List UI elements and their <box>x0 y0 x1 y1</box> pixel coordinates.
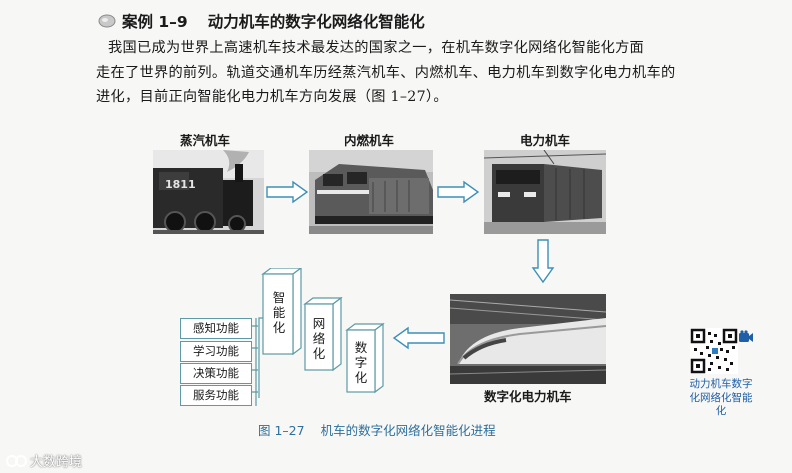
label-digital-electric-locomotive: 数字化电力机车 <box>484 386 572 405</box>
case-label: 案例 1–9 <box>122 13 188 31</box>
electric-locomotive-photo <box>484 150 606 234</box>
function-decision: 决策功能 <box>180 363 252 384</box>
watermark: 大数跨境 <box>6 451 82 470</box>
qr-code[interactable] <box>690 328 738 374</box>
function-learning: 学习功能 <box>180 341 252 362</box>
diesel-locomotive-photo <box>309 150 433 234</box>
function-service: 服务功能 <box>180 385 252 406</box>
body-paragraph: 我国已成为世界上高速机车技术最发达的国家之一，在机车数字化网络化智能化方面 走在… <box>96 36 700 110</box>
qr-caption: 动力机车数字化网络化智能化 <box>686 378 756 419</box>
paragraph-line-1: 我国已成为世界上高速机车技术最发达的国家之一，在机车数字化网络化智能化方面 <box>108 40 644 56</box>
video-camera-icon <box>738 330 754 344</box>
digital-electric-locomotive-photo <box>450 294 606 384</box>
arrow-steam-to-diesel <box>265 180 311 204</box>
figure-caption: 图 1–27 机车的数字化网络化智能化进程 <box>258 420 496 439</box>
block-networked-label: 网络化 <box>310 316 328 361</box>
arrow-electric-to-digital <box>531 238 555 286</box>
case-title: 动力机车的数字化网络化智能化 <box>208 13 425 31</box>
watermark-text: 大数跨境 <box>30 455 82 470</box>
block-digital-label: 数字化 <box>352 340 370 385</box>
arrow-digital-to-intelligence <box>392 326 448 350</box>
paragraph-line-2: 走在了世界的前列。轨道交通机车历经蒸汽机车、内燃机车、电力机车到数字化电力机车的 <box>96 61 700 86</box>
steam-number-plate: 1811 <box>165 178 196 191</box>
function-perception: 感知功能 <box>180 318 252 339</box>
case-icon <box>98 14 116 28</box>
label-diesel-locomotive: 内燃机车 <box>344 130 394 149</box>
label-electric-locomotive: 电力机车 <box>520 130 570 149</box>
case-heading: 案例 1–9 动力机车的数字化网络化智能化 <box>122 10 425 32</box>
block-intelligent-label: 智能化 <box>270 290 288 335</box>
paragraph-line-3: 进化，目前正向智能化电力机车方向发展（图 1–27）。 <box>96 85 700 110</box>
steam-locomotive-photo: 1811 <box>153 150 264 234</box>
arrow-diesel-to-electric <box>436 180 482 204</box>
figure-caption-number: 图 1–27 <box>258 423 305 438</box>
watermark-logo-icon <box>6 454 28 468</box>
label-steam-locomotive: 蒸汽机车 <box>180 130 230 149</box>
figure-caption-text: 机车的数字化网络化智能化进程 <box>321 423 496 438</box>
